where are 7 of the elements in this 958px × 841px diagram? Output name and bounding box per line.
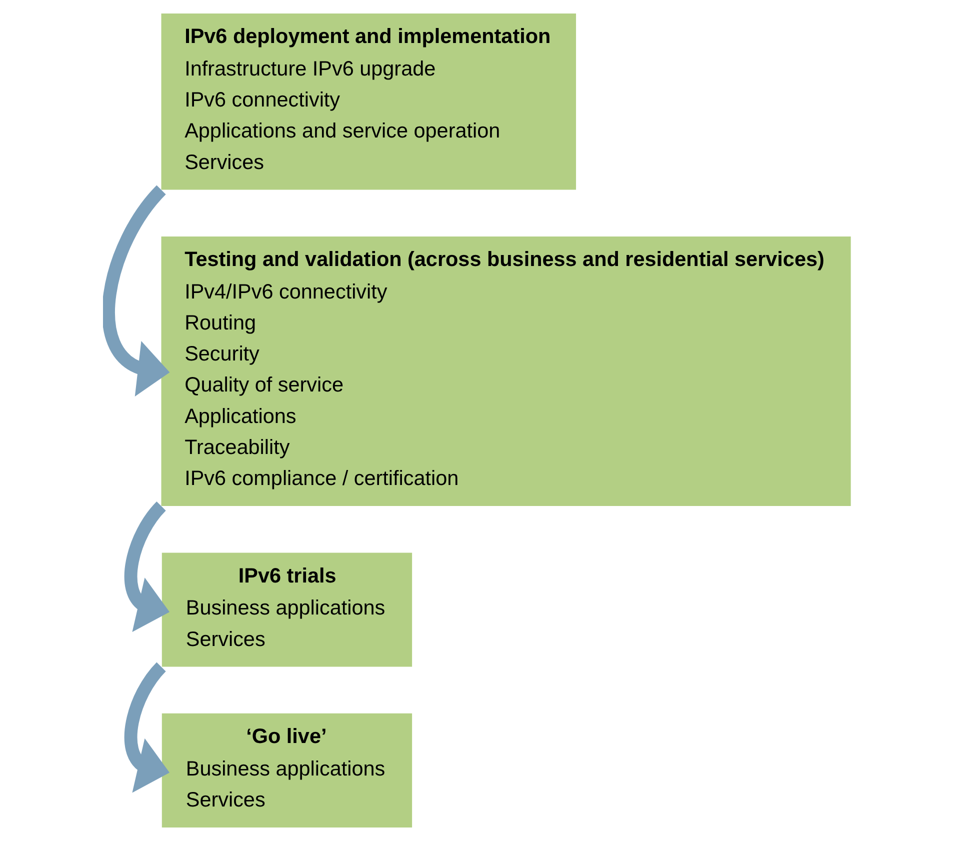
arrow: [102, 186, 170, 396]
node-box: ‘Go live’ Business applications Services: [161, 713, 412, 828]
arrow: [124, 662, 170, 793]
node-box: IPv6 deployment and implementation Infrastructure IPv6 upgrade IPv6 connectivity Applications and service operation Services: [160, 14, 576, 190]
arrow: [124, 502, 170, 632]
node-box: IPv6 trials Business applications Services: [161, 552, 412, 667]
node-box: Testing and validation (across business and residential services) IPv4/IPv6 connectivity Routing Security Quality of service Applications Traceability IPv6 compliance / certification: [160, 236, 850, 506]
